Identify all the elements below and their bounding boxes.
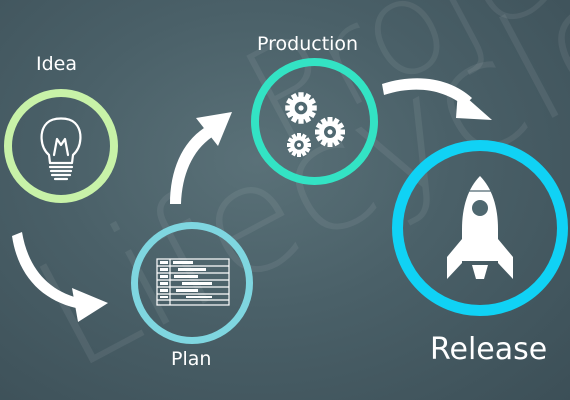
release-stage-node <box>392 140 568 316</box>
table-document-icon <box>156 258 230 306</box>
arrow-production-to-release <box>382 78 492 120</box>
arrow-idea-to-plan <box>12 232 108 322</box>
plan-stage-label: Plan <box>171 348 212 370</box>
plan-stage-node <box>131 222 253 344</box>
idea-stage-node <box>4 89 118 203</box>
rocket-icon <box>447 176 513 279</box>
gears-icon <box>285 92 345 157</box>
production-stage-label: Production <box>257 33 359 55</box>
release-stage-label: Release <box>430 332 548 367</box>
arrow-plan-to-production <box>170 112 232 204</box>
lightbulb-icon <box>40 117 82 181</box>
production-stage-node <box>251 58 378 185</box>
idea-stage-label: Idea <box>36 53 77 75</box>
